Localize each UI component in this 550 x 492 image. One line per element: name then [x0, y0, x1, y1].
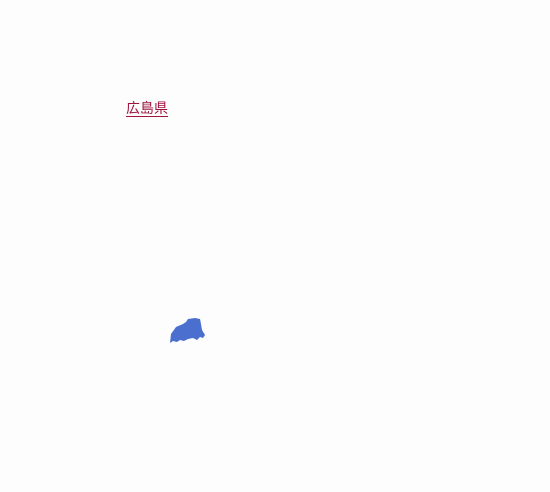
- hiroshima-region-shape[interactable]: [170, 318, 205, 343]
- hiroshima-prefecture-link[interactable]: 広島県: [126, 101, 168, 117]
